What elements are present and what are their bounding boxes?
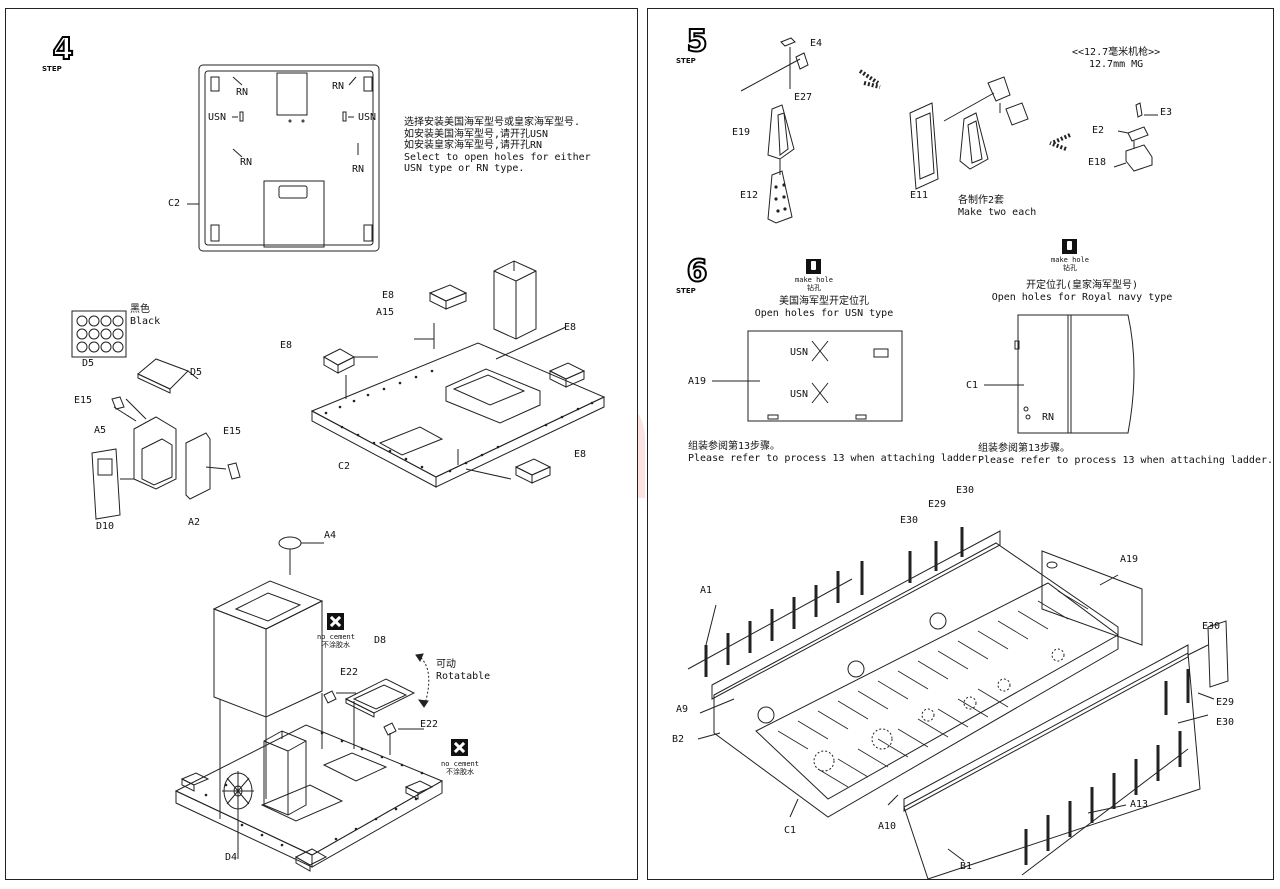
instruction-page-left: 4 STEP RN RN USN USN RN RN C2 选择安装美国海军型号… <box>5 8 638 880</box>
label-a9: A9 <box>676 704 689 715</box>
label-e8-a: E8 <box>382 290 395 301</box>
label-b1: B1 <box>960 861 973 872</box>
no-cement-icon <box>327 613 344 630</box>
label-usn-left: USN <box>208 112 227 123</box>
label-d4: D4 <box>225 852 238 863</box>
note-ladder-a: 组装参阅第13步骤。 Please refer to process 13 wh… <box>688 441 984 464</box>
label-a4: A4 <box>324 530 337 541</box>
instruction-page-right: 5 STEP E4 E27 E19 E12 E11 <<12.7毫米机枪>> 1… <box>647 8 1274 880</box>
label-e30-a: E30 <box>956 485 975 496</box>
label-e15-a: E15 <box>74 395 93 406</box>
label-e15-b: E15 <box>223 426 242 437</box>
label-b2: B2 <box>672 734 685 745</box>
label-rn-mid-left: RN <box>240 157 253 168</box>
label-c2-deck: C2 <box>338 461 351 472</box>
label-d10: D10 <box>96 521 115 532</box>
note-rotatable: 可动 Rotatable <box>436 659 491 682</box>
label-e22-b: E22 <box>420 719 439 730</box>
label-e3: E3 <box>1160 107 1173 118</box>
note-usn-holes: 美国海军型开定位孔 Open holes for USN type <box>754 296 894 319</box>
note-make-hole-a: make hole 钻孔 <box>795 276 833 292</box>
note-black: 黑色 Black <box>130 304 161 327</box>
label-a1: A1 <box>700 585 713 596</box>
label-usn-hole-2: USN <box>790 389 809 400</box>
label-e11: E11 <box>910 190 929 201</box>
label-c2-top: C2 <box>168 198 181 209</box>
label-rn-mid-right: RN <box>352 164 365 175</box>
label-e29-b: E29 <box>1216 697 1235 708</box>
step4-illustration <box>71 64 606 872</box>
label-rn-top-right: RN <box>332 81 345 92</box>
label-e19: E19 <box>732 127 751 138</box>
step-4-badge: 4 STEP <box>42 32 74 74</box>
make-hole-icon <box>806 259 821 274</box>
label-usn-hole-1: USN <box>790 347 809 358</box>
label-a19-panel: A19 <box>688 376 707 387</box>
label-d5-a: D5 <box>82 358 95 369</box>
label-e18: E18 <box>1088 157 1107 168</box>
label-e29-a: E29 <box>928 499 947 510</box>
instruction-select-holes: 选择安装美国海军型号或皇家海军型号. 如安装美国海军型号,请开孔USN 如安装皇… <box>404 117 591 174</box>
label-d5-b: D5 <box>190 367 203 378</box>
label-e12: E12 <box>740 190 759 201</box>
label-a5: A5 <box>94 425 107 436</box>
note-no-cement-b: no cement 不涂胶水 <box>441 760 479 776</box>
label-a13: A13 <box>1130 799 1149 810</box>
label-e30-b: E30 <box>900 515 919 526</box>
step-5-badge: 5 STEP <box>676 24 708 66</box>
label-usn-right: USN <box>358 112 377 123</box>
label-e22-a: E22 <box>340 667 359 678</box>
label-e8-d: E8 <box>574 449 587 460</box>
label-e4: E4 <box>810 38 823 49</box>
label-a10: A10 <box>878 821 897 832</box>
note-rn-holes: 开定位孔(皇家海军型号) Open holes for Royal navy t… <box>991 280 1173 303</box>
label-rn-top-left: RN <box>236 87 249 98</box>
label-e2: E2 <box>1092 125 1105 136</box>
label-a2: A2 <box>188 517 201 528</box>
label-d8: D8 <box>374 635 387 646</box>
step5-6-illustration <box>687 37 1229 880</box>
label-e8-b: E8 <box>280 340 293 351</box>
label-c1: C1 <box>784 825 797 836</box>
label-c1-panel: C1 <box>966 380 979 391</box>
note-make-two: 各制作2套 Make two each <box>958 195 1037 218</box>
make-hole-icon <box>1062 239 1077 254</box>
label-a15: A15 <box>376 307 395 318</box>
note-ladder-b: 组装参阅第13步骤。 Please refer to process 13 wh… <box>978 443 1274 466</box>
step-6-badge: 6 STEP <box>676 254 708 296</box>
note-make-hole-b: make hole 钻孔 <box>1051 256 1089 272</box>
label-rn-hole: RN <box>1042 412 1055 423</box>
label-e30-c: E30 <box>1202 621 1221 632</box>
note-no-cement-a: no cement 不涂胶水 <box>317 633 355 649</box>
note-mg: <<12.7毫米机枪>> 12.7mm MG <box>1072 47 1161 70</box>
label-e27: E27 <box>794 92 813 103</box>
label-a19: A19 <box>1120 554 1139 565</box>
label-e30-d: E30 <box>1216 717 1235 728</box>
label-e8-c: E8 <box>564 322 577 333</box>
no-cement-icon <box>451 739 468 756</box>
